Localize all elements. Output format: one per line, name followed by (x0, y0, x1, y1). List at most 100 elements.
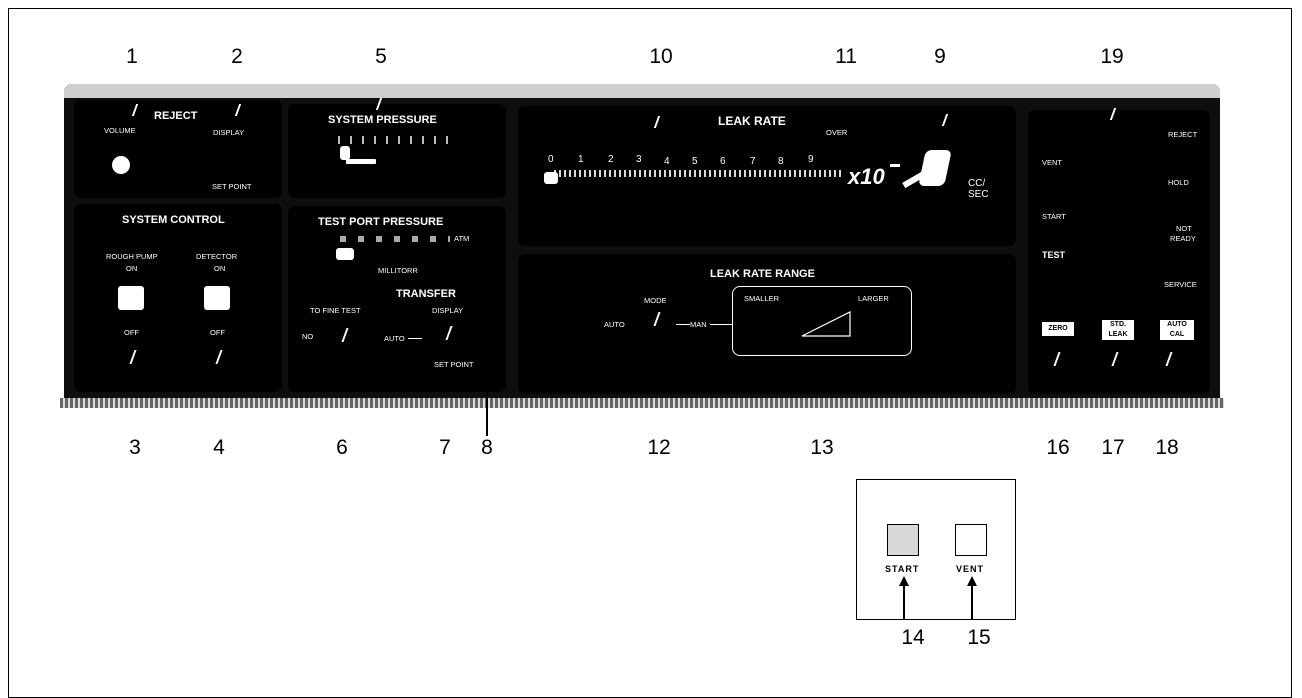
exponent-minus (890, 164, 900, 167)
zero-label: ZERO (1048, 325, 1068, 332)
transfer-title: TRANSFER (396, 288, 456, 300)
millitorr-label: MILLITORR (378, 266, 418, 275)
std-leak-pointer (1111, 352, 1119, 366)
hold-indicator-label: HOLD (1168, 178, 1189, 187)
unit-cc-label: CC/ (968, 178, 986, 189)
transfer-set-point-label: SET POINT (434, 360, 474, 369)
callout-12: 12 (647, 436, 671, 459)
leak-rate-panel: LEAK RATE OVER 0 1 2 3 4 5 6 7 8 9 x10 C… (518, 106, 1016, 246)
scale-6: 6 (720, 156, 726, 167)
larger-label: LARGER (858, 294, 889, 303)
callout-19: 19 (1100, 45, 1124, 68)
inset-arrow-14 (899, 576, 909, 620)
mode-auto-label: AUTO (604, 320, 625, 329)
callout-16: 16 (1046, 436, 1070, 459)
reject-panel: REJECT VOLUME DISPLAY SET POINT (74, 100, 282, 198)
callout-1: 1 (126, 45, 138, 68)
scale-8: 8 (778, 156, 784, 167)
mode-switch[interactable] (653, 312, 661, 326)
display-label: DISPLAY (213, 128, 245, 137)
vent-button[interactable] (955, 524, 987, 556)
callout-10: 10 (649, 45, 673, 68)
rough-pump-switch[interactable] (118, 286, 144, 310)
auto-cal-pointer (1165, 352, 1173, 366)
callout-8: 8 (481, 436, 493, 459)
mode-label: MODE (644, 296, 667, 305)
rough-pump-label: ROUGH PUMP (106, 252, 158, 261)
callout-5: 5 (375, 45, 387, 68)
auto-arrow (408, 338, 422, 339)
leak-rate-pointer-10 (653, 116, 661, 128)
reject-pointer-2 (234, 104, 242, 116)
detector-label: DETECTOR (196, 252, 238, 261)
not-ready-label-2: READY (1170, 234, 1196, 243)
leak-label: LEAK (1108, 331, 1128, 338)
callout-18: 18 (1155, 436, 1179, 459)
test-port-bargraph (340, 236, 450, 242)
no-label: NO (302, 332, 314, 341)
exponent-digit-display (918, 150, 952, 186)
callout-2: 2 (231, 45, 243, 68)
zero-button[interactable]: ZERO (1042, 322, 1074, 336)
zero-pointer (1053, 352, 1061, 366)
scale-5: 5 (692, 156, 698, 167)
callout-17: 17 (1101, 436, 1125, 459)
detector-pointer (215, 350, 223, 364)
not-ready-label-1: NOT (1176, 224, 1192, 233)
auto-cal-button[interactable]: AUTO CAL (1160, 320, 1194, 340)
scale-9: 9 (808, 154, 814, 165)
status-pointer-19 (1109, 108, 1117, 120)
leak-rate-title: LEAK RATE (718, 114, 786, 128)
std-label: STD. (1110, 321, 1126, 328)
scale-0: 0 (548, 154, 554, 165)
range-selector-box (732, 286, 912, 356)
leak-rate-range-title: LEAK RATE RANGE (710, 268, 815, 280)
detector-on-label: ON (214, 264, 226, 273)
transfer-switch[interactable] (341, 328, 349, 342)
callout-7: 7 (439, 436, 451, 459)
over-label: OVER (826, 128, 848, 137)
rough-pump-off-label: OFF (124, 328, 139, 337)
smaller-label: SMALLER (744, 294, 780, 303)
leak-rate-range-panel: LEAK RATE RANGE MODE AUTO MAN SMALLER LA… (518, 254, 1016, 394)
to-fine-test-label: TO FINE TEST (310, 306, 361, 315)
scale-4: 4 (664, 156, 670, 167)
leak-rate-indicator (544, 172, 558, 184)
status-panel: VENT START TEST REJECT HOLD NOT READY SE… (1028, 108, 1210, 394)
man-arrow (676, 324, 690, 325)
auto-cal-label-1: AUTO (1167, 321, 1187, 328)
transfer-display-label: DISPLAY (432, 306, 464, 315)
volume-knob[interactable] (112, 156, 130, 174)
multiplier-label: x10 (848, 164, 885, 189)
inset-arrow-15 (967, 576, 977, 620)
transfer-setpoint-pointer[interactable] (445, 326, 453, 340)
callout-11: 11 (835, 45, 857, 68)
scale-3: 3 (636, 154, 642, 165)
man-connector (710, 324, 732, 325)
system-pressure-indicator (340, 146, 350, 160)
console-top-rim (64, 84, 1220, 98)
scale-2: 2 (608, 154, 614, 165)
test-port-pressure-title: TEST PORT PRESSURE (318, 216, 444, 228)
detector-switch[interactable] (204, 286, 230, 310)
leak-rate-pointer-9 (941, 114, 949, 126)
reject-indicator-label: REJECT (1168, 130, 1198, 139)
detector-off-label: OFF (210, 328, 225, 337)
inset-vent-label: VENT (956, 564, 985, 574)
atm-label: ATM (454, 234, 470, 243)
callout-13: 13 (810, 436, 834, 459)
scale-1: 1 (578, 154, 584, 165)
callout-14: 14 (901, 626, 925, 649)
inset-start-label: START (885, 564, 920, 574)
std-leak-button[interactable]: STD. LEAK (1102, 320, 1134, 340)
volume-label: VOLUME (104, 126, 136, 135)
start-indicator-label: START (1042, 212, 1066, 221)
range-rocker-switch[interactable] (800, 310, 852, 338)
auto-cal-label-2: CAL (1169, 331, 1185, 338)
system-pressure-title: SYSTEM PRESSURE (328, 114, 437, 126)
callout-3: 3 (129, 436, 141, 459)
test-port-pressure-panel: TEST PORT PRESSURE ATM MILLITORR TRANSFE… (288, 206, 506, 392)
start-button[interactable] (887, 524, 919, 556)
mode-man-label: MAN (690, 320, 707, 329)
service-indicator-label: SERVICE (1164, 280, 1197, 289)
